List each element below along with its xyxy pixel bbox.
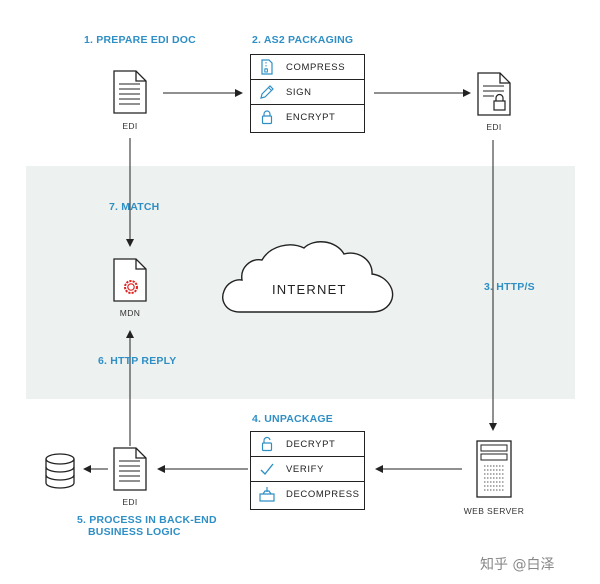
- lock-icon: [261, 110, 273, 125]
- step-1-label: 1. PREPARE EDI DOC: [84, 34, 196, 46]
- step-5-label-line2: BUSINESS LOGIC: [88, 526, 181, 538]
- packaging-row-sign: SIGN: [251, 80, 364, 105]
- mdn-document-icon: [113, 258, 147, 302]
- packaging-label-compress: COMPRESS: [286, 62, 346, 73]
- web-server-icon: [476, 440, 512, 498]
- encrypted-edi-document-icon: [477, 72, 511, 116]
- unpackage-label-decompress: DECOMPRESS: [286, 489, 360, 500]
- unpackage-box: DECRYPT VERIFY DECOMPRESS: [250, 431, 365, 510]
- step-5-label-line1: 5. PROCESS IN BACK-END: [77, 514, 217, 526]
- step-3-label: 3. HTTP/S: [484, 281, 535, 293]
- packaging-label-encrypt: ENCRYPT: [286, 112, 336, 123]
- step-2-label: 2. AS2 PACKAGING: [252, 34, 354, 46]
- decompress-icon: [259, 487, 275, 502]
- edi-source-label: EDI: [122, 121, 138, 131]
- compress-icon: [261, 59, 273, 75]
- as2-packaging-box: COMPRESS SIGN ENCRYPT: [250, 54, 365, 133]
- edi-received-label: EDI: [122, 497, 138, 507]
- packaging-row-compress: COMPRESS: [251, 55, 364, 80]
- unpackage-label-verify: VERIFY: [286, 464, 324, 475]
- step-4-label: 4. UNPACKAGE: [252, 413, 333, 425]
- watermark-text: 知乎 @白泽: [480, 557, 555, 573]
- web-server-label: WEB SERVER: [463, 506, 525, 516]
- received-edi-document-icon: [113, 447, 147, 491]
- unpackage-row-decrypt: DECRYPT: [251, 432, 364, 457]
- packaging-row-encrypt: ENCRYPT: [251, 105, 364, 130]
- edi-document-icon: [113, 70, 147, 114]
- unpackage-row-decompress: DECOMPRESS: [251, 482, 364, 507]
- check-icon: [260, 463, 274, 476]
- unpackage-label-decrypt: DECRYPT: [286, 439, 336, 450]
- step-6-label: 6. HTTP REPLY: [98, 355, 177, 367]
- step-7-label: 7. MATCH: [109, 201, 160, 213]
- unpackage-row-verify: VERIFY: [251, 457, 364, 482]
- unlock-icon: [261, 436, 273, 452]
- edi-encrypted-label: EDI: [486, 122, 502, 132]
- pen-icon: [260, 85, 274, 99]
- internet-label: INTERNET: [272, 282, 347, 297]
- mdn-label: MDN: [119, 308, 141, 318]
- internet-cloud-icon: [222, 241, 394, 313]
- packaging-label-sign: SIGN: [286, 87, 312, 98]
- database-icon: [45, 453, 75, 489]
